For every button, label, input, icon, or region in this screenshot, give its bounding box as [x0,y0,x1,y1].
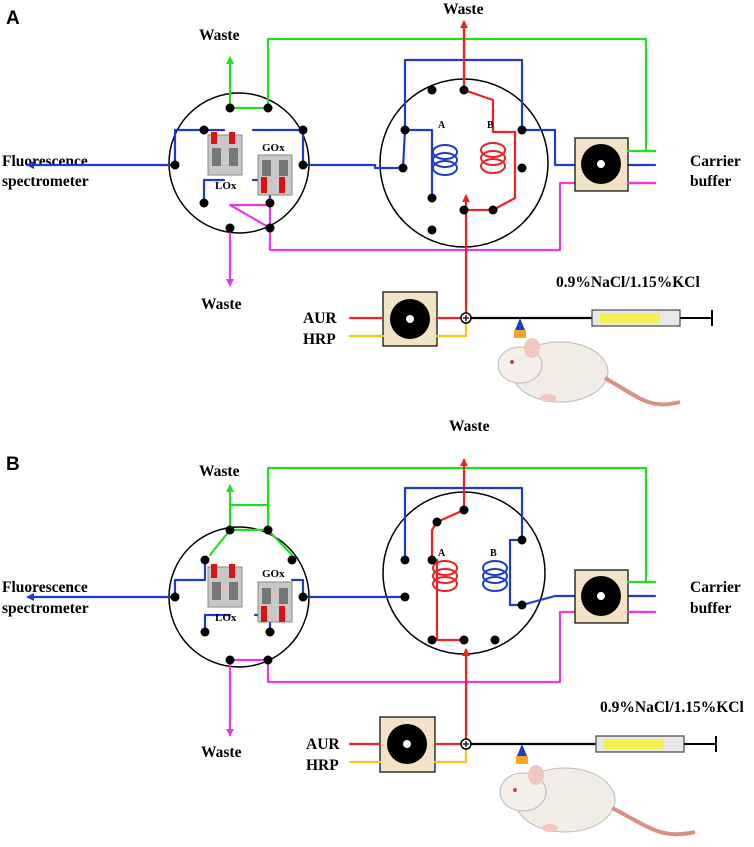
carrier-label-line2: buffer [690,173,731,190]
lox-cartridge [207,132,243,176]
coil-b [480,142,506,174]
carrier-label-line1: Carrier [690,579,741,596]
waste-label-top-left: Waste [199,463,240,480]
coil-b [482,560,508,592]
detector-label-line1: Fluorescence [2,153,88,170]
reagent-aur-label: AUR [306,736,340,753]
carrier-to-valve-blue [520,128,577,167]
coil-a [432,144,458,176]
injection-valve [382,491,546,655]
lox-label: LOx [215,612,237,624]
hrp-line [348,747,468,764]
saline-syringe [591,309,713,327]
saline-label: 0.9%NaCl/1.15%KCl [556,274,701,291]
panel-a: A Waste Waste Waste Fluorescence spectro… [2,1,741,407]
rat-image [497,318,681,407]
panel-letter: B [6,454,20,475]
waste-label-top-center: Waste [443,1,484,18]
panel-letter: A [6,8,20,29]
panel-b: B Waste Waste Waste Fluorescence spectro… [2,418,745,837]
waste-label-bottom-left: Waste [201,744,242,761]
hrp-line [348,321,468,338]
detector-label-line1: Fluorescence [2,579,88,596]
reagent-hrp-label: HRP [306,757,339,774]
coil-a-label: A [438,120,446,131]
valve-ports [170,85,527,235]
mixing-tee-cross [463,741,469,747]
mixing-tee-cross [463,315,469,321]
carrier-label-line2: buffer [690,600,731,617]
waste-label-top-left: Waste [199,27,240,44]
carrier-pump [574,569,629,624]
carrier-pump [574,137,629,192]
carrier-label-line1: Carrier [690,153,741,170]
coil-a-label: A [438,548,446,559]
reactor-blue-right [290,578,305,599]
saline-syringe [595,735,717,753]
waste-label-top-center: Waste [449,418,490,435]
gox-label: GOx [262,142,285,154]
rat-image [499,744,696,837]
gox-cartridge [257,154,293,196]
waste-label-bottom-left: Waste [201,296,242,313]
gox-label: GOx [262,568,285,580]
coil-b-label: B [490,548,497,559]
carrier-to-valve-blue [520,594,577,607]
reagent-hrp-label: HRP [303,331,336,348]
reagent-pump [382,291,438,347]
detector-label-line2: spectrometer [2,173,89,190]
coil-a [432,560,458,592]
detector-label-line2: spectrometer [2,600,89,617]
lox-label: LOx [215,180,237,192]
coil-b-label: B [487,120,494,131]
reagent-pump [379,716,436,773]
lox-cartridge [207,564,243,608]
valve-to-valve-link [301,163,405,170]
valve-ports [170,505,527,665]
saline-label: 0.9%NaCl/1.15%KCl [600,699,745,716]
reagent-aur-label: AUR [303,310,337,327]
gox-cartridge [257,581,293,623]
